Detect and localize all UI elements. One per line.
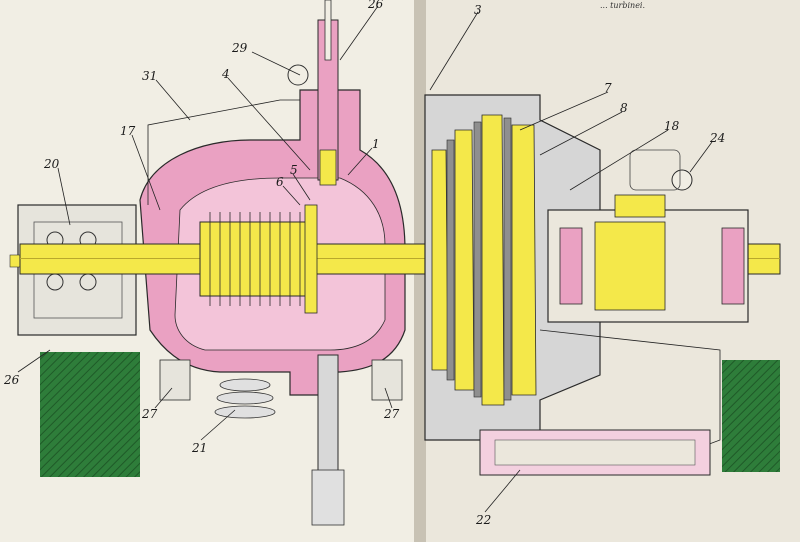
lp-diaphragms <box>446 117 512 401</box>
label-27-right: 27 <box>383 407 400 421</box>
leader-lines <box>17 5 713 513</box>
valve-lever-pivot <box>287 64 309 86</box>
label-22: 22 <box>475 513 491 527</box>
label-1: 1 <box>372 137 380 151</box>
hp-rotor-drum <box>199 221 316 297</box>
rear-bearing-pink-right <box>721 227 745 305</box>
oil-pump-housing <box>629 149 681 191</box>
coupling-flange <box>614 194 666 218</box>
label-18: 18 <box>664 119 680 133</box>
steam-pipe-loop <box>147 99 300 205</box>
lower-valve-column <box>317 354 339 476</box>
label-5: 5 <box>290 163 298 177</box>
lower-valve-spring <box>311 469 345 526</box>
label-29: 29 <box>231 41 248 55</box>
foundation-right-hatch <box>722 360 780 472</box>
part-labels: 26 3 29 31 4 7 8 18 24 17 1 6 5 20 26 27… <box>3 0 725 527</box>
page-caption: ... turbinei. <box>600 1 645 10</box>
label-20: 20 <box>43 157 60 171</box>
hp-control-stage <box>304 204 318 314</box>
label-6: 6 <box>276 175 284 189</box>
label-17: 17 <box>120 124 136 138</box>
hp-blade-rows <box>209 212 301 306</box>
label-24: 24 <box>709 131 725 145</box>
rear-bearing-pink-left <box>559 227 583 305</box>
foundation-left-hatch <box>40 352 140 477</box>
label-21: 21 <box>191 441 207 455</box>
label-26-left: 26 <box>3 373 20 387</box>
shaft-centerline <box>20 258 780 259</box>
label-8: 8 <box>620 101 628 115</box>
valve-stem <box>324 0 332 61</box>
turning-gear-wheel <box>671 169 693 191</box>
label-26-top: 26 <box>367 0 384 11</box>
gland-rings-bottom <box>214 378 276 419</box>
flexible-coupling <box>594 221 666 311</box>
condenser-inner <box>494 439 696 466</box>
valve-body <box>319 149 337 186</box>
lp-blade-discs <box>431 114 537 406</box>
label-31: 31 <box>142 69 157 83</box>
label-4: 4 <box>221 67 230 81</box>
label-3: 3 <box>474 3 482 17</box>
pedestal-hp-left <box>159 359 191 401</box>
label-27-left: 27 <box>141 407 158 421</box>
label-7: 7 <box>604 81 612 95</box>
